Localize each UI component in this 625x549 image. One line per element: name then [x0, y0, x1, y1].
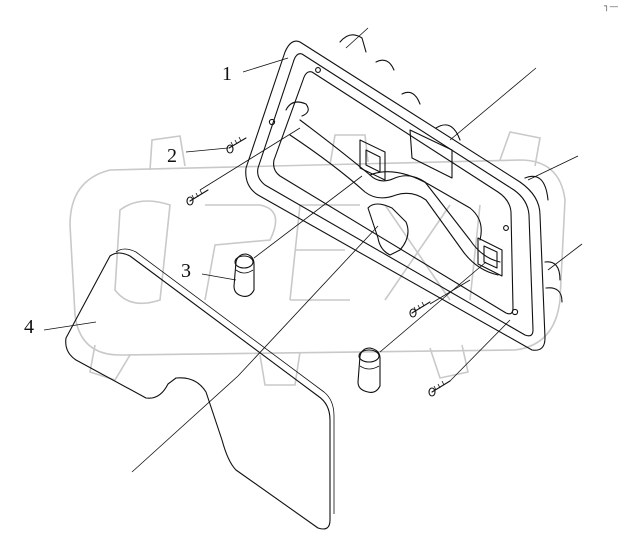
cover-panel-part — [65, 248, 335, 530]
screw-right-lower — [428, 380, 451, 397]
leader-lines — [43, 27, 583, 473]
screw-right-mid — [409, 301, 431, 318]
callout-3: 3 — [181, 260, 191, 282]
callout-4: 4 — [24, 316, 34, 338]
screw-lower-left — [186, 189, 209, 206]
screw-upper — [226, 136, 247, 154]
bezel-frame-part — [245, 34, 563, 351]
watermark-logo — [69, 131, 566, 386]
callout-2: 2 — [167, 145, 177, 167]
callout-1: 1 — [222, 63, 232, 85]
corner-mark: ┐— — [603, 2, 618, 12]
bulb-plug-left — [233, 253, 255, 297]
bulb-plug-right — [357, 347, 381, 393]
